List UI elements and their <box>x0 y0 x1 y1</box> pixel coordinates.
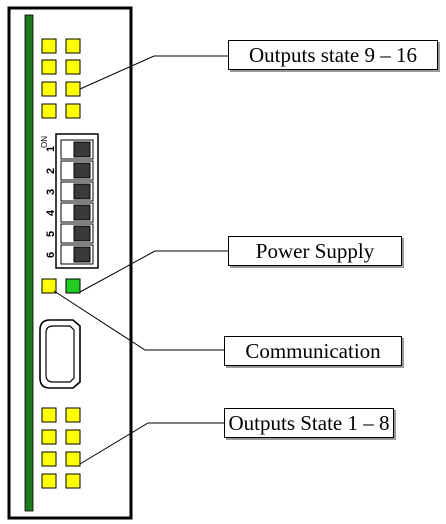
dip-toggle-2[interactable] <box>73 162 91 179</box>
dip-toggle-1[interactable] <box>73 141 91 158</box>
leader-communication <box>53 290 224 351</box>
callout-outputs-1-8-label: Outputs State 1 – 8 <box>228 410 390 435</box>
led-output-15 <box>41 103 57 119</box>
led-output-12 <box>65 59 81 75</box>
led-output-2 <box>65 407 81 423</box>
dip-position-3[interactable]: 3 <box>45 181 94 202</box>
dip-position-1[interactable]: 1 <box>45 139 94 160</box>
led-output-3 <box>41 429 57 445</box>
dip-label-6: 6 <box>45 252 57 258</box>
led-output-13 <box>41 81 57 97</box>
led-output-8 <box>65 473 81 489</box>
dip-toggle-3[interactable] <box>73 183 91 200</box>
leader-lines <box>53 55 228 465</box>
leader-power-supply <box>79 250 228 293</box>
callout-communication-label: Communication <box>245 338 381 363</box>
led-output-14 <box>65 81 81 97</box>
leader-outputs-1-8 <box>79 422 224 465</box>
dip-toggle-5[interactable] <box>73 225 91 242</box>
led-output-6 <box>65 451 81 467</box>
led-output-9 <box>41 38 57 54</box>
led-output-11 <box>41 59 57 75</box>
dip-switch[interactable]: ON 1 2 3 4 5 6 <box>40 133 99 269</box>
led-output-7 <box>41 473 57 489</box>
dip-toggle-4[interactable] <box>73 204 91 221</box>
usb-port-inner <box>45 325 75 383</box>
led-output-5 <box>41 451 57 467</box>
led-output-4 <box>65 429 81 445</box>
dip-label-4: 4 <box>45 209 57 216</box>
led-output-10 <box>65 38 81 54</box>
callout-power-supply: Power Supply <box>228 236 402 266</box>
callout-communication: Communication <box>224 336 402 366</box>
green-status-strip <box>24 14 34 512</box>
dip-position-5[interactable]: 5 <box>45 223 94 244</box>
led-output-16 <box>65 103 81 119</box>
callout-outputs-9-16: Outputs state 9 – 16 <box>228 40 438 70</box>
dip-position-6[interactable]: 6 <box>45 244 94 265</box>
usb-port[interactable] <box>39 319 81 389</box>
dip-position-2[interactable]: 2 <box>45 160 94 181</box>
callout-outputs-9-16-label: Outputs state 9 – 16 <box>249 42 417 67</box>
led-group-outputs-1-8 <box>41 407 81 489</box>
callout-outputs-1-8: Outputs State 1 – 8 <box>224 408 394 438</box>
dip-label-5: 5 <box>45 231 57 237</box>
callout-power-supply-label: Power Supply <box>255 238 375 263</box>
dip-label-3: 3 <box>45 189 57 195</box>
dip-on-label: ON <box>40 136 49 148</box>
dip-label-2: 2 <box>45 168 57 174</box>
led-group-outputs-9-16 <box>41 38 81 119</box>
dip-label-1: 1 <box>45 146 57 152</box>
led-power-supply <box>65 278 81 294</box>
led-communication <box>41 278 57 294</box>
led-output-1 <box>41 407 57 423</box>
dip-position-4[interactable]: 4 <box>45 202 94 223</box>
leader-outputs-9-16 <box>79 55 228 90</box>
dip-toggle-6[interactable] <box>73 246 91 263</box>
